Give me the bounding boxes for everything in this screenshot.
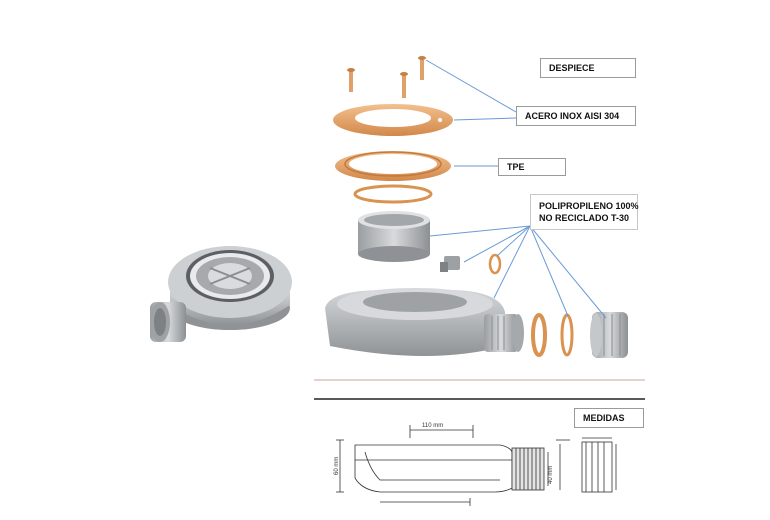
inner-cylinder [358, 211, 430, 262]
dim-width-label: 110 mm [422, 423, 443, 429]
screw-set [347, 56, 426, 98]
screw [418, 56, 426, 80]
dim-height-label: 60 mm [334, 457, 340, 475]
acero-label: ACERO INOX AISI 304 [516, 106, 636, 126]
medidas-label: MEDIDAS [574, 408, 644, 428]
despiece-text: DESPIECE [549, 63, 595, 73]
union-nut [590, 312, 628, 358]
dim-outlet-label: 40 mm [548, 466, 554, 484]
drain-body [325, 288, 524, 356]
outlet-seal [531, 313, 547, 357]
small-o-ring [488, 253, 502, 275]
o-ring [353, 184, 433, 204]
screw [347, 68, 355, 92]
assembled-drain-illustration [150, 246, 292, 342]
leader-lines [425, 59, 607, 319]
tpe-gasket [335, 151, 451, 181]
acero-text: ACERO INOX AISI 304 [525, 111, 620, 121]
polipropileno-label: POLIPROPILENO 100% NO RECICLADO T-30 [530, 194, 639, 230]
medidas-text: MEDIDAS [583, 413, 625, 423]
polipropileno-line1: POLIPROPILENO 100% [539, 201, 639, 211]
flange-ring [333, 104, 453, 136]
polipropileno-line2: NO RECICLADO T-30 [539, 213, 630, 223]
screw [400, 72, 408, 98]
tpe-label: TPE [498, 158, 566, 176]
despiece-label: DESPIECE [540, 58, 636, 78]
tpe-text: TPE [507, 162, 525, 172]
clip-part [440, 256, 460, 272]
technical-drawing [336, 425, 617, 506]
outlet-seal [560, 313, 574, 357]
